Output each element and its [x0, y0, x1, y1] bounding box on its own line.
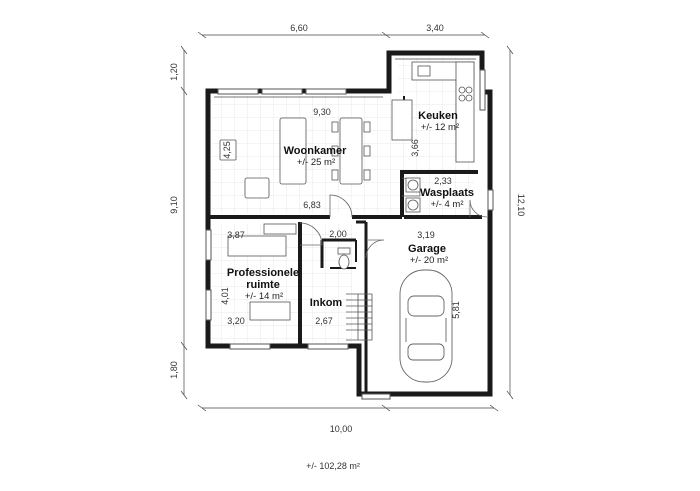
dim-top-right: 3,40: [426, 23, 444, 33]
dim-left-middle: 9,10: [169, 196, 179, 214]
room-inkom-name: Inkom: [310, 297, 343, 309]
total-area: +/- 102,28 m²: [306, 461, 360, 471]
dim-woonkamer-width: 9,30: [313, 107, 331, 117]
dim-prof-depth: 4,01: [220, 287, 230, 305]
dim-inkom-width: 2,67: [315, 316, 333, 326]
doors: [299, 177, 488, 259]
wasplaats-furniture: [405, 177, 421, 213]
dim-wasplaats-width: 2,33: [434, 176, 452, 186]
toilet: [337, 247, 351, 270]
room-professionele-name-1: Professionele: [227, 267, 299, 279]
dimension-lines: [180, 31, 514, 412]
dim-hall-width: 2,00: [329, 229, 347, 239]
dim-keuken-depth: 3,66: [410, 139, 420, 157]
dim-left-bottom: 1,80: [169, 361, 179, 379]
room-woonkamer-area: +/- 25 m²: [297, 157, 335, 168]
room-garage-name: Garage: [408, 243, 446, 255]
room-wasplaats-name: Wasplaats: [420, 187, 474, 199]
room-keuken-name: Keuken: [418, 110, 458, 122]
room-professionele-area: +/- 14 m²: [245, 291, 283, 302]
windows: [205, 69, 494, 400]
room-woonkamer-name: Woonkamer: [284, 145, 347, 157]
dim-garage-width: 3,19: [417, 230, 435, 240]
dim-right: 12,10: [516, 194, 526, 217]
room-keuken-area: +/- 12 m²: [421, 122, 459, 133]
dim-left-top: 1,20: [169, 63, 179, 81]
room-wasplaats-area: +/- 4 m²: [431, 199, 464, 210]
dim-prof-top: 3,87: [227, 230, 245, 240]
dim-woonkamer-bottom: 6,83: [303, 200, 321, 210]
dim-woonkamer-depth: 4,25: [222, 141, 232, 159]
keuken-furniture: [391, 61, 475, 163]
office-furniture: [227, 223, 297, 321]
dim-prof-bottom: 3,20: [227, 316, 245, 326]
woonkamer-furniture: [219, 117, 371, 199]
room-garage-area: +/- 20 m²: [410, 255, 448, 266]
room-professionele-name-2: ruimte: [246, 279, 280, 291]
dim-garage-depth: 5,81: [451, 301, 461, 319]
dim-top-left: 6,60: [290, 23, 308, 33]
dim-bottom: 10,00: [330, 424, 353, 434]
car: [399, 269, 453, 383]
stairs: [346, 293, 373, 341]
